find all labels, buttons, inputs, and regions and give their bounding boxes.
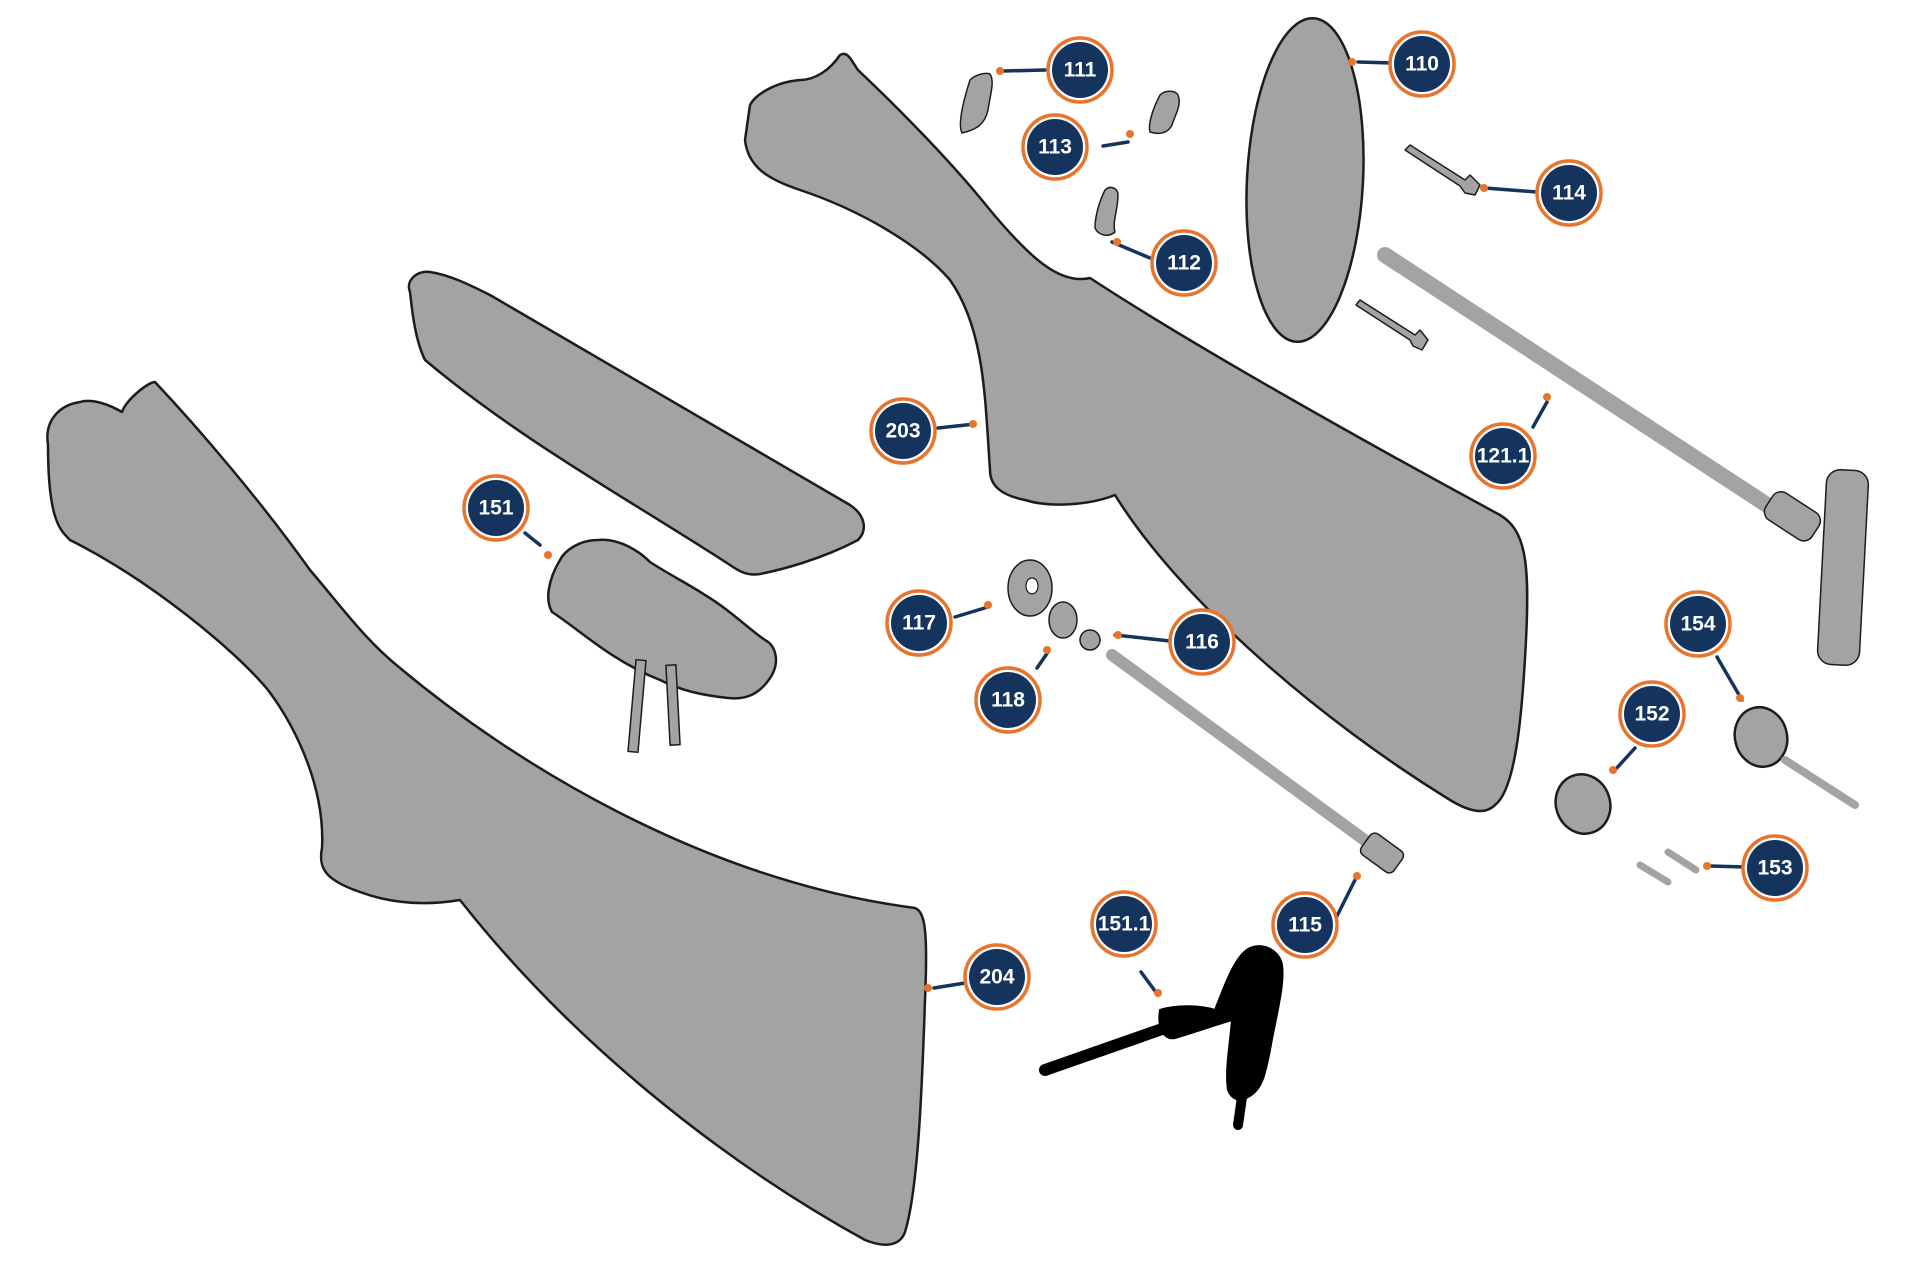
leader-dots bbox=[544, 58, 1744, 997]
part-151-pin-a bbox=[627, 658, 647, 754]
callout-152-label: 152 bbox=[1634, 703, 1669, 726]
part-154-cap bbox=[1733, 706, 1789, 768]
part-forend bbox=[407, 270, 866, 576]
part-154-screw bbox=[1781, 756, 1859, 809]
callout-204-label: 204 bbox=[979, 966, 1014, 989]
callout-116[interactable]: 116 bbox=[1168, 608, 1236, 676]
part-115-bolt bbox=[1106, 649, 1391, 861]
part-151-pin-b bbox=[665, 664, 681, 746]
callout-115-label: 115 bbox=[1288, 914, 1322, 937]
part-114-screw bbox=[1404, 144, 1481, 196]
part-204-stock-lower bbox=[46, 380, 928, 1246]
callout-110-label: 110 bbox=[1405, 53, 1439, 76]
callout-110[interactable]: 110 bbox=[1388, 30, 1456, 98]
callout-151[interactable]: 151 bbox=[462, 474, 530, 542]
part-116-lock-washer bbox=[1079, 629, 1101, 651]
part-112-bracket bbox=[1094, 186, 1119, 236]
callout-112-label: 112 bbox=[1167, 252, 1201, 275]
part-110-butt-pad bbox=[1245, 16, 1365, 344]
callout-118[interactable]: 118 bbox=[974, 666, 1042, 734]
part-113-bracket bbox=[1148, 90, 1180, 135]
callout-115[interactable]: 115 bbox=[1271, 891, 1339, 959]
part-115-bolt-head bbox=[1359, 832, 1405, 874]
part-121-1-t-handle bbox=[1816, 468, 1870, 667]
part-203-stock-upper bbox=[743, 52, 1529, 813]
callout-203-label: 203 bbox=[885, 420, 920, 443]
callout-203[interactable]: 203 bbox=[869, 397, 937, 465]
callout-116-label: 116 bbox=[1185, 631, 1219, 654]
part-screw-lower bbox=[1355, 299, 1429, 351]
callout-121-1[interactable]: 121.1 bbox=[1469, 422, 1537, 490]
part-121-1-rod bbox=[1377, 247, 1798, 528]
callout-204[interactable]: 204 bbox=[963, 943, 1031, 1011]
callout-111-label: 111 bbox=[1064, 59, 1097, 82]
callout-112[interactable]: 112 bbox=[1150, 229, 1218, 297]
part-151-1-t-wrench bbox=[1039, 945, 1284, 1130]
callout-118-label: 118 bbox=[991, 689, 1025, 712]
callout-151-1[interactable]: 151.1 bbox=[1090, 890, 1158, 958]
callout-113-label: 113 bbox=[1038, 136, 1072, 159]
part-152-cap bbox=[1554, 773, 1612, 835]
callout-114[interactable]: 114 bbox=[1535, 159, 1603, 227]
callout-114-label: 114 bbox=[1552, 182, 1586, 205]
callout-153-label: 153 bbox=[1757, 857, 1792, 880]
callout-153[interactable]: 153 bbox=[1741, 834, 1809, 902]
part-153-screw-b bbox=[1664, 848, 1700, 874]
callout-113[interactable]: 113 bbox=[1021, 113, 1089, 181]
part-153-screw-a bbox=[1636, 861, 1672, 886]
part-151-mechanism bbox=[547, 538, 778, 700]
callout-151-label: 151 bbox=[478, 497, 513, 520]
callout-111[interactable]: 111 bbox=[1046, 36, 1114, 104]
callout-117-label: 117 bbox=[902, 612, 936, 635]
callout-117[interactable]: 117 bbox=[885, 589, 953, 657]
callout-154-label: 154 bbox=[1680, 613, 1715, 636]
part-111-bracket bbox=[959, 72, 993, 134]
callout-152[interactable]: 152 bbox=[1618, 680, 1686, 748]
callout-154[interactable]: 154 bbox=[1664, 590, 1732, 658]
callout-121-1-label: 121.1 bbox=[1477, 445, 1530, 468]
callout-151-1-label: 151.1 bbox=[1098, 913, 1151, 936]
part-121-1-sleeve bbox=[1763, 490, 1822, 542]
part-118-nut bbox=[1048, 601, 1078, 639]
